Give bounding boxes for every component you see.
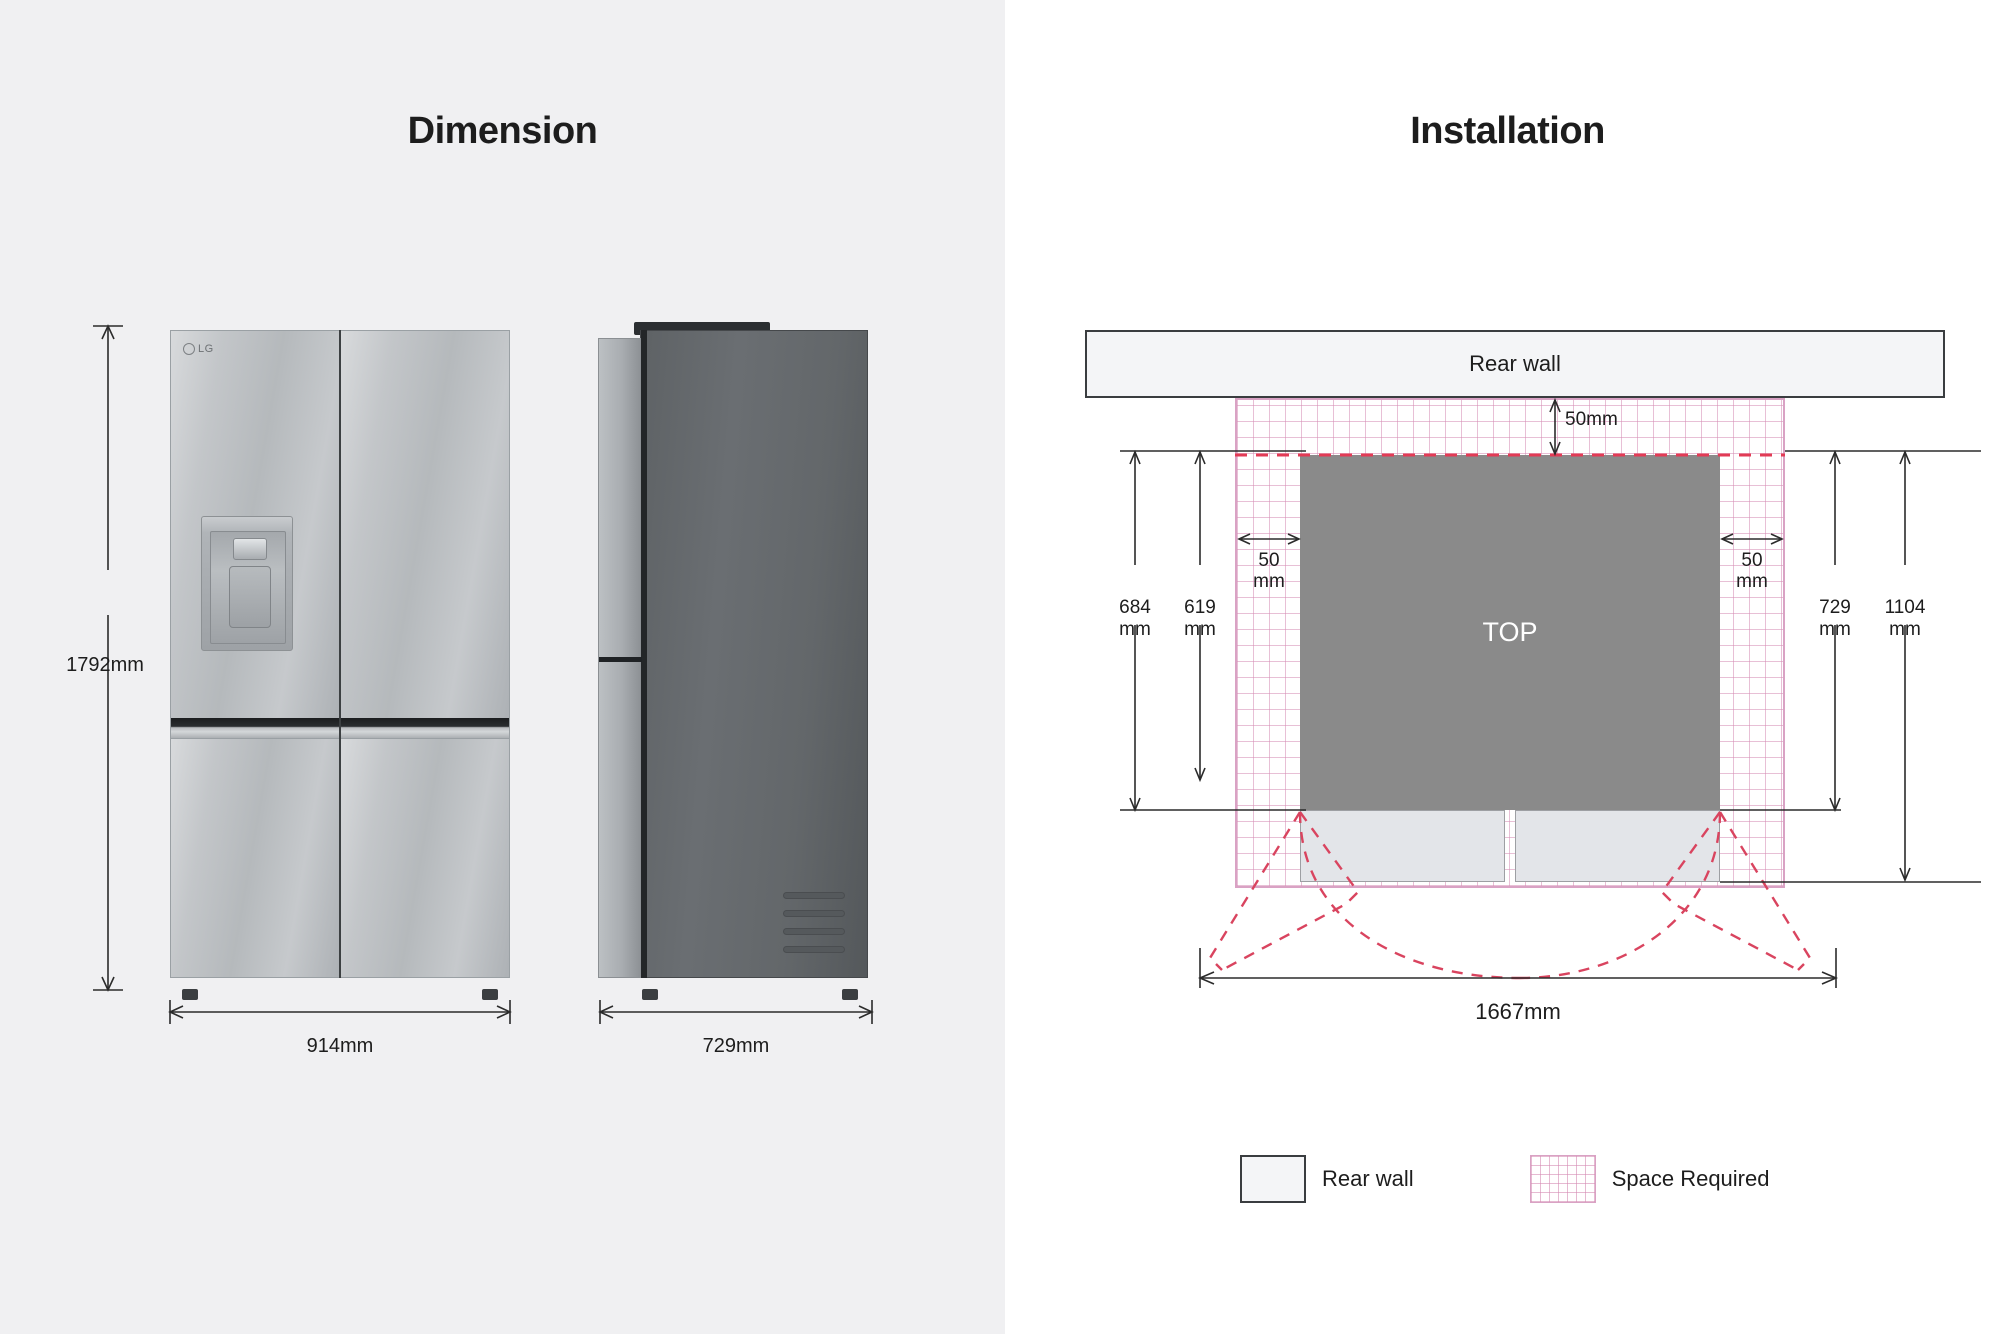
front-width-dimension-line <box>168 1000 512 1024</box>
depth-619-value: 619 <box>1184 597 1216 618</box>
depth-684-dimension-line <box>1129 449 1141 813</box>
refrigerator-front-view: LG <box>170 330 510 1000</box>
fridge-top-body: TOP <box>1300 455 1720 810</box>
door-panel-right <box>1515 810 1720 882</box>
side-vent-slot-2 <box>783 910 845 917</box>
legend-space-required-label: Space Required <box>1611 1166 1770 1191</box>
right-clearance-unit: mm <box>1736 571 1768 592</box>
dimension-panel: Dimension 1792mm LG <box>0 0 1005 1334</box>
front-center-seam <box>339 330 341 978</box>
depth-684-unit: mm <box>1119 619 1151 640</box>
legend: Rear wall Space Required <box>1240 1155 1769 1203</box>
side-door-split <box>599 657 642 662</box>
side-foot-rear <box>842 989 858 1000</box>
rear-wall-block: Rear wall <box>1085 330 1945 398</box>
front-door-top-left: LG <box>170 330 340 720</box>
depth-1104-unit: mm <box>1889 619 1921 640</box>
top-clearance-label: 50mm <box>1565 409 1618 430</box>
side-depth-dimension-line <box>598 1000 874 1024</box>
door-swing-arcs <box>1208 811 1812 980</box>
side-dark-edge <box>641 330 647 978</box>
dispenser-spout <box>233 538 267 560</box>
legend-rear-wall-label: Rear wall <box>1322 1166 1414 1191</box>
depth-729-unit: mm <box>1819 619 1851 640</box>
depth-right-ref-top <box>1785 450 1981 452</box>
space-required-swatch-icon <box>1529 1155 1596 1203</box>
front-door-bottom-left <box>170 738 340 978</box>
side-foot-front <box>642 989 658 1000</box>
side-vent-slot-4 <box>783 946 845 953</box>
depth-729-ref-bottom <box>1720 809 1841 811</box>
front-foot-left <box>182 989 198 1000</box>
rear-wall-label: Rear wall <box>1469 351 1561 376</box>
lg-logo-ring <box>183 343 195 355</box>
dimension-title: Dimension <box>407 110 598 152</box>
door-panel-left <box>1300 810 1505 882</box>
refrigerator-side-view <box>598 322 868 1000</box>
front-door-bottom-right <box>340 738 510 978</box>
right-clearance-value: 50 <box>1741 550 1763 571</box>
side-vent-slot-1 <box>783 892 845 899</box>
front-foot-right <box>482 989 498 1000</box>
legend-item-rear-wall: Rear wall <box>1240 1155 1414 1203</box>
total-width-dimension-line <box>1197 948 1839 988</box>
left-clearance-unit: mm <box>1253 571 1285 592</box>
dispenser-tray <box>229 566 271 628</box>
legend-item-space-required: Space Required <box>1529 1155 1770 1203</box>
lg-logo-text: LG <box>198 343 214 355</box>
left-clearance-value: 50 <box>1258 550 1280 571</box>
depth-1104-dimension-line <box>1899 449 1911 883</box>
depth-right-ref-bottom <box>1720 881 1981 883</box>
left-clearance-dimension-line <box>1237 533 1301 545</box>
depth-684-value: 684 <box>1119 597 1151 618</box>
height-dimension-line <box>93 324 123 992</box>
depth-619-dimension-line <box>1194 449 1206 783</box>
dispenser-recess <box>210 531 286 644</box>
side-depth-label: 729mm <box>702 1035 770 1057</box>
front-door-top-right <box>340 330 510 720</box>
side-vent-slot-3 <box>783 928 845 935</box>
depth-619-unit: mm <box>1184 619 1216 640</box>
depth-684-ref-top <box>1120 450 1306 452</box>
top-label: TOP <box>1482 617 1538 647</box>
side-door-edge <box>598 338 642 978</box>
front-width-label: 914mm <box>306 1035 374 1057</box>
height-label: 1792mm <box>66 654 144 676</box>
installation-title: Installation <box>1410 110 1605 152</box>
top-clearance-dimension-line <box>1549 397 1561 457</box>
rear-wall-swatch-icon <box>1240 1155 1306 1203</box>
lg-logo-icon: LG <box>183 343 214 355</box>
depth-684-ref-bottom <box>1120 809 1306 811</box>
depth-1104-value: 1104 <box>1884 597 1926 618</box>
total-width-label: 1667mm <box>1475 999 1561 1024</box>
depth-729-value: 729 <box>1819 597 1851 618</box>
water-ice-dispenser-icon <box>201 516 293 651</box>
right-clearance-dimension-line <box>1720 533 1784 545</box>
side-body <box>640 330 868 978</box>
rear-alignment-dashed-line <box>1235 453 1785 457</box>
